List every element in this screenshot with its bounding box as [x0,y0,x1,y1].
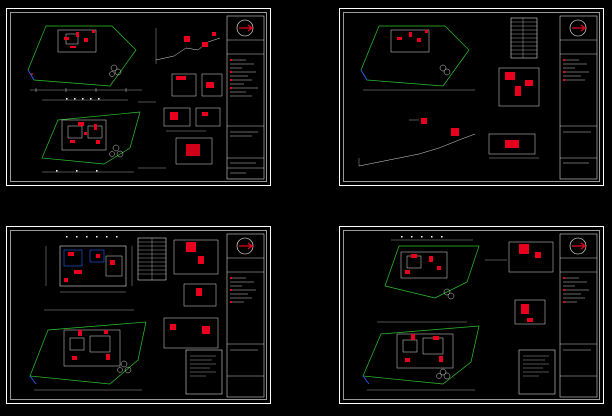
terrain-profile [155,28,221,64]
sheet-outer-border [6,226,271,404]
section-details [163,239,223,395]
tree-icon [439,64,451,76]
sheet-inner-border [343,12,600,182]
section-details [498,67,540,107]
title-block [559,233,598,398]
drawing-sheet-top-left[interactable] [6,8,271,186]
north-arrow-icon [569,237,587,255]
sheet-outer-border [6,8,271,186]
terrain-profile [358,118,539,167]
tree-icon [109,64,122,77]
sheet-outer-border [339,8,604,186]
title-block [226,15,265,180]
drawing-sheet-bottom-left[interactable] [6,226,271,404]
title-block [226,233,265,398]
drawing-sheet-top-right[interactable] [339,8,604,186]
section-details [138,73,223,169]
drawing-sheet-bottom-right[interactable] [339,226,604,404]
site-plan-upper [27,25,142,92]
tree-icon [443,288,455,300]
title-block [559,15,598,180]
sheet-inner-border [10,12,267,182]
site-plan-lower [362,321,480,391]
north-arrow-icon [236,19,254,37]
north-arrow-icon [236,237,254,255]
schedule-table [137,237,167,281]
section-details [485,241,556,395]
site-plan-upper [384,236,480,300]
schedule-table [510,17,538,59]
sheet-inner-border [343,230,600,400]
floor-plan [45,236,133,293]
notes-box [518,349,556,395]
site-plan-lower [29,309,147,391]
sheet-outer-border [339,226,604,404]
site-plan-lower [41,98,141,173]
site-plan-upper [360,25,475,91]
north-arrow-icon [569,19,587,37]
sheet-inner-border [10,230,267,400]
notes-box [185,349,223,395]
